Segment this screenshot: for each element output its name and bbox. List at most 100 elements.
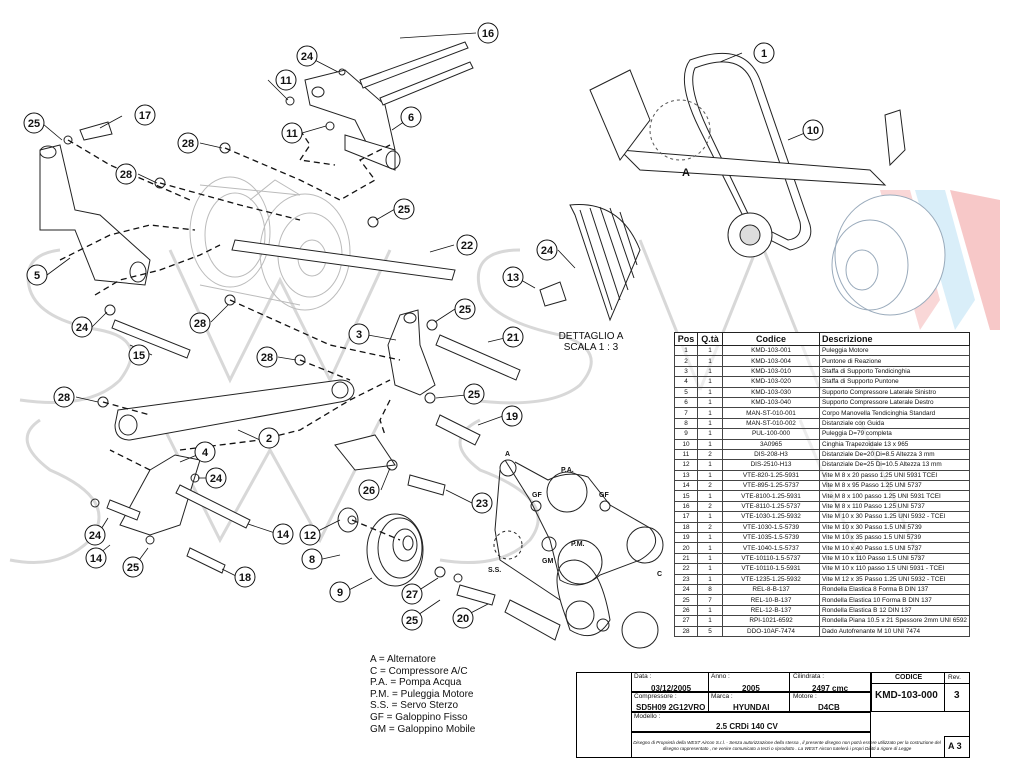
belt-scheme-bottom [504,559,659,649]
bom-code: KMD-103-020 [722,376,820,388]
tb-codice-label: CODICE [895,674,923,681]
bom-qty: 1 [697,604,723,617]
bom-code: DDO-10AF-7474 [722,625,820,637]
callout-28b: 28 [120,169,132,181]
callout-20: 20 [457,613,469,625]
bom-description: Rondella Elastica B 12 DIN 137 [819,604,970,617]
bom-description: Distanziale De=25 Di=10.5 Altezza 13 mm [819,459,970,471]
bracket-3 [387,309,436,396]
detail-a-caption: DETTAGLIO A SCALA 1 : 3 [556,331,626,353]
label-c: C [657,571,662,578]
bom-description: Distanziale con Guida [819,417,970,430]
tb-disclaimer: Disegno di Proprietà della WEST Aircon S… [633,740,941,751]
tb-compressore-label: Compressore : [634,693,677,700]
bom-pos: 3 [674,365,698,378]
callout-28a: 28 [182,138,194,150]
compressor-assembled [831,194,946,316]
bom-pos: 22 [674,563,698,575]
callout-5: 5 [34,270,40,282]
callout-25f: 25 [406,615,418,627]
legend-item: A = Alternatore [370,654,436,665]
callout-9: 9 [337,587,343,599]
belt-scheme-labels: A P.A. GF GF GM P.M. S.S. C A [488,167,690,578]
bom-qty: 2 [697,480,723,492]
bom-pos: 20 [674,542,698,554]
label-pa: P.A. [561,467,574,474]
callout-16: 16 [482,28,494,40]
bom-pos: 12 [674,459,698,471]
callout-28e: 28 [58,392,70,404]
bom-description: Staffa di Supporto Tendicinghia [819,365,970,378]
bom-code: DIS-208-H3 [722,448,820,461]
bom-code: VTE-1030-1.25-5932 [722,511,820,523]
callout-17: 17 [139,110,151,122]
label-gf-right: GF [599,492,609,499]
callout-14a: 14 [277,529,290,541]
bom-description: Rondella Elastica 10 Forma B DIN 137 [819,594,970,606]
tb-data-label: Data : [634,673,652,680]
bom-pos: 23 [674,573,698,586]
callout-19: 19 [506,411,518,423]
callout-15: 15 [133,350,145,362]
bom-pos: 13 [674,469,698,482]
bom-qty: 1 [697,573,723,586]
tb-modello-label: Modello : [634,713,661,720]
callout-21: 21 [507,332,519,344]
bom-qty: 1 [697,365,723,378]
bom-code: VTE-8110-1.25-5737 [722,500,820,513]
bom-description: Vite M 8 x 95 Passo 1.25 UNI 5737 [819,480,970,492]
callout-25a: 25 [28,118,40,130]
bom-header-pos: Pos [674,332,698,346]
callout-28c: 28 [194,318,206,330]
bom-pos: 5 [674,386,698,398]
bom-qty: 1 [697,376,723,388]
bom-header-qty: Q.tà [697,332,723,346]
detail-a-marker: A [682,167,690,179]
callout-25d: 25 [468,389,480,401]
bom-description: Distanziale De=20 Di=8.5 Altezza 3 mm [819,448,970,461]
bracket-5 [39,144,151,286]
callout-bubbles [23,22,824,631]
bom-code: VTE-1040-1.5-5737 [722,542,820,554]
bom-pos: 19 [674,532,698,544]
bom-description: Vite M 12 x 35 Passo 1.25 UNI 5932 - TCE… [819,573,970,586]
bom-qty: 1 [697,428,723,440]
bom-description: Dado Autofrenante M 10 UNI 7474 [819,625,970,637]
tb-compressore: SD5H09 2G12VRO [636,703,706,712]
bom-qty: 2 [697,500,723,513]
bom-pos: 15 [674,490,698,502]
bom-qty: 8 [697,583,723,596]
callout-25b: 25 [398,204,410,216]
bom-description: Puntone di Reazione [819,355,970,367]
bom-code: KMD-103-004 [722,355,820,367]
bom-description: Corpo Manovella Tendicinghia Standard [819,407,970,419]
bom-qty: 2 [697,521,723,534]
legend-item: GF = Galoppino Fisso [370,711,468,723]
callout-24c: 24 [76,322,89,334]
bom-qty: 2 [697,448,723,461]
bom-pos: 17 [674,511,698,523]
callout-12: 12 [304,530,316,542]
bom-pos: 16 [674,500,698,513]
bom-description: Rondella Piana 10.5 x 21 Spessore 2mm UN… [819,615,970,627]
callout-24e: 24 [210,473,223,485]
bom-code: VTE-1030-1.5-5739 [722,521,820,534]
bom-qty: 1 [697,386,723,398]
pulley-9 [366,513,424,587]
bom-description: Puleggia D=79 completa [819,428,970,440]
callout-13: 13 [507,272,519,284]
legend: A = Alternatore C = Compressore A/C P.A.… [370,654,475,735]
tb-motore-label: Motore : [793,693,817,700]
bom-pos: 24 [674,583,698,596]
bracket-4 [119,454,201,536]
